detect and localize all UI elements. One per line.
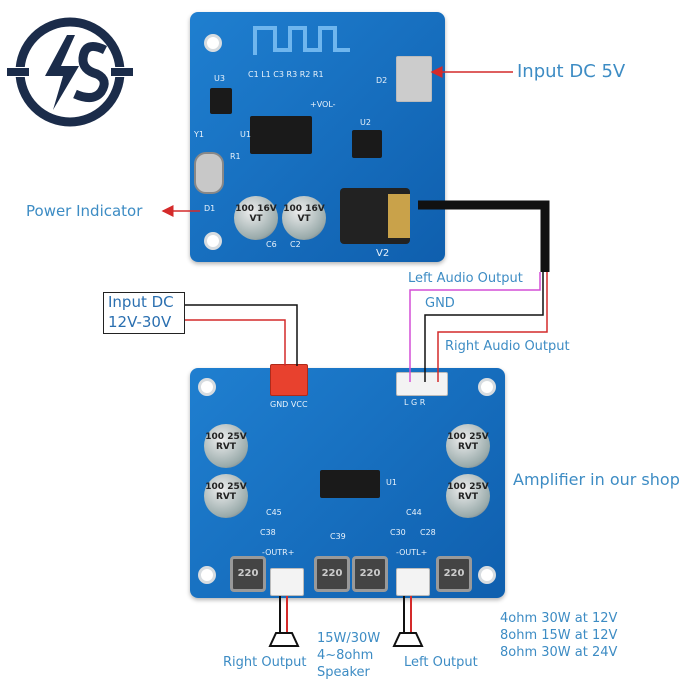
input-dc-range: 12V-30V xyxy=(108,313,172,331)
silk-c38: C38 xyxy=(260,528,276,537)
right-output-label: Right Output xyxy=(223,655,307,670)
mount-hole xyxy=(478,566,496,584)
inductor: 220 xyxy=(436,556,472,592)
silk-r1: R1 xyxy=(230,152,241,161)
chip-u2 xyxy=(352,130,382,158)
mount-hole xyxy=(198,378,216,396)
mount-hole xyxy=(478,378,496,396)
silk-c30: C30 xyxy=(390,528,406,537)
inductor: 220 xyxy=(230,556,266,592)
capacitor-c2: 100 16V VT xyxy=(282,196,326,240)
speaker-spec-1: 15W/30W xyxy=(317,631,381,646)
silk-outr: -OUTR+ xyxy=(262,548,295,557)
micro-usb-port xyxy=(396,56,432,102)
cap-label: 100 25V RVT xyxy=(205,482,247,502)
chip-u3 xyxy=(210,88,232,114)
power-indicator-label: Power Indicator xyxy=(26,202,143,220)
cap-label: 100 25V RVT xyxy=(447,432,489,452)
silk-u1: U1 xyxy=(240,130,251,139)
audio-cable xyxy=(418,200,550,272)
amplifier-label: Amplifier in our shop xyxy=(513,470,680,489)
silk-u3: U3 xyxy=(214,74,225,83)
silk-d2: D2 xyxy=(376,76,388,85)
silk-audio-conn: L G R xyxy=(404,398,426,407)
input-dc-label: Input DC xyxy=(108,293,174,311)
silk-v2: V2 xyxy=(376,248,390,259)
input-5v-label: Input DC 5V xyxy=(517,61,626,82)
left-audio-label: Left Audio Output xyxy=(408,271,523,286)
power-spec-2: 8ohm 15W at 12V xyxy=(500,628,618,643)
amplifier-chip-u1 xyxy=(320,470,380,498)
silk-c39: C39 xyxy=(330,532,346,541)
silk-caps: C1 L1 C3 R3 R2 R1 xyxy=(248,70,324,79)
power-spec-1: 4ohm 30W at 12V xyxy=(500,611,618,626)
cap-label: 100 25V RVT xyxy=(205,432,247,452)
inductor: 220 xyxy=(352,556,388,592)
cap-label: 100 16V VT xyxy=(235,204,277,224)
wire-right-audio xyxy=(437,272,548,382)
inductor: 220 xyxy=(314,556,350,592)
input-dc-box xyxy=(103,292,185,334)
silk-outl: -OUTL+ xyxy=(396,548,428,557)
audio-input-connector xyxy=(396,372,448,396)
chip-u1 xyxy=(250,116,312,154)
right-speaker-icon xyxy=(268,632,300,647)
silk-d1: D1 xyxy=(204,204,216,213)
capacitor: 100 25V RVT xyxy=(446,424,490,468)
silk-c2: C2 xyxy=(290,240,301,249)
antenna-trace xyxy=(253,26,350,55)
audio-jack xyxy=(340,188,410,244)
right-output-connector xyxy=(270,568,304,596)
wire-left-audio xyxy=(409,272,541,382)
crystal-y1 xyxy=(194,152,224,194)
silk-u1: U1 xyxy=(386,478,397,487)
silk-c44: C44 xyxy=(406,508,422,517)
mount-hole xyxy=(204,232,222,250)
wire-gnd xyxy=(424,272,544,382)
silk-y1: Y1 xyxy=(194,130,204,139)
silk-vol: +VOL- xyxy=(310,100,336,109)
cap-label: 100 16V VT xyxy=(283,204,325,224)
left-output-label: Left Output xyxy=(404,655,478,670)
right-audio-label: Right Audio Output xyxy=(445,339,570,354)
silk-c6: C6 xyxy=(266,240,277,249)
brand-logo xyxy=(5,17,135,127)
silk-power-conn: GND VCC xyxy=(270,400,308,409)
speaker-spec-2: 4~8ohm xyxy=(317,648,374,663)
speaker-wire-red xyxy=(286,596,412,633)
silk-u2: U2 xyxy=(360,118,371,127)
gnd-label: GND xyxy=(425,296,455,311)
left-speaker-icon xyxy=(392,632,424,647)
silk-c45: C45 xyxy=(266,508,282,517)
capacitor-c6: 100 16V VT xyxy=(234,196,278,240)
cap-label: 100 25V RVT xyxy=(447,482,489,502)
capacitor: 100 25V RVT xyxy=(204,474,248,518)
power-spec-3: 8ohm 30W at 24V xyxy=(500,645,618,660)
wire-dc-vcc xyxy=(185,319,286,366)
mount-hole xyxy=(198,566,216,584)
capacitor: 100 25V RVT xyxy=(446,474,490,518)
left-output-connector xyxy=(396,568,430,596)
speaker-spec-3: Speaker xyxy=(317,665,370,680)
mount-hole xyxy=(204,34,222,52)
capacitor: 100 25V RVT xyxy=(204,424,248,468)
amplifier-board: GND VCC L G R 100 25V RVT 100 25V RVT 10… xyxy=(190,364,505,598)
wire-dc-gnd xyxy=(185,304,298,366)
bluetooth-receiver-board: C1 L1 C3 R3 R2 R1 U3 U1 +VOL- U2 D2 Y1 R… xyxy=(190,12,445,262)
silk-c28: C28 xyxy=(420,528,436,537)
power-connector xyxy=(270,364,308,396)
speaker-wire-black xyxy=(279,596,405,633)
